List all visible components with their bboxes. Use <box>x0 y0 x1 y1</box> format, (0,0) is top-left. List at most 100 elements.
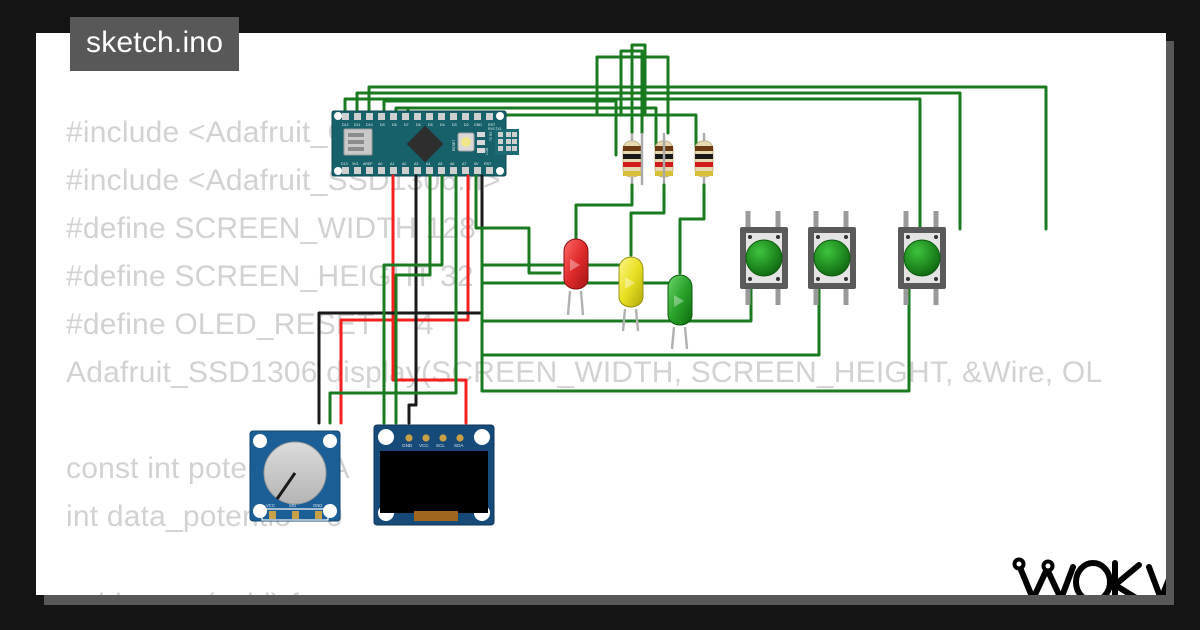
svg-text:SIG: SIG <box>289 503 296 508</box>
svg-text:D10: D10 <box>366 123 373 127</box>
wire-hook-1[interactable] <box>382 99 618 157</box>
pushbutton-2[interactable] <box>808 211 856 305</box>
svg-text:A3: A3 <box>414 162 418 166</box>
svg-text:3V3: 3V3 <box>352 162 358 166</box>
svg-text:A1: A1 <box>390 162 394 166</box>
nano-reset-label: RESET <box>452 140 456 151</box>
diagram-canvas[interactable]: #include <Adafruit_GFX.h> #include <Adaf… <box>36 33 1166 595</box>
svg-text:A7: A7 <box>462 162 466 166</box>
svg-text:D6: D6 <box>416 123 421 127</box>
code-line-4: #define SCREEN_HEIGHT 32 <box>66 260 474 293</box>
svg-text:SCL: SCL <box>436 443 445 448</box>
logo-letter-o <box>1073 560 1113 595</box>
svg-text:TX RX: TX RX <box>489 131 493 141</box>
code-line-11: void setup(void) { <box>66 581 300 595</box>
svg-text:D12: D12 <box>342 123 349 127</box>
file-tab-sketch-ino[interactable]: sketch.ino <box>70 17 240 71</box>
wire-gnd-to-pot-gnd[interactable] <box>317 174 484 425</box>
svg-text:A0: A0 <box>378 162 382 166</box>
svg-text:GND: GND <box>313 503 322 508</box>
resistor-3-band-2 <box>695 154 713 159</box>
wire-r3-to-led-green[interactable] <box>678 183 706 275</box>
svg-text:D13: D13 <box>341 162 348 166</box>
oled-flex-connector <box>414 511 458 521</box>
svg-text:D3: D3 <box>452 123 457 127</box>
nano-status-leds <box>477 132 485 153</box>
svg-text:RST: RST <box>484 162 492 166</box>
pushbutton-3[interactable] <box>898 211 946 305</box>
wire-r1-to-led-red[interactable] <box>574 183 634 241</box>
nano-status-labels: TX RX L ON <box>485 131 493 155</box>
nano-header-top <box>342 113 493 120</box>
led-green[interactable] <box>667 274 693 350</box>
resistor-3-band-4 <box>695 171 713 176</box>
wire-hook-2[interactable] <box>394 106 658 163</box>
wire-a0-to-pot-sig[interactable] <box>328 174 458 425</box>
wire-gnd-bus-led-yellow[interactable] <box>480 227 638 267</box>
svg-text:D9: D9 <box>380 123 385 127</box>
nano-rxtx-silk: RX0 TX1 <box>488 127 502 131</box>
svg-text:D5: D5 <box>428 123 433 127</box>
svg-text:AREF: AREF <box>363 162 373 166</box>
potentiometer[interactable]: GND SIG VCC <box>249 430 341 522</box>
svg-text:A6: A6 <box>450 162 454 166</box>
pushbutton-1-cap[interactable] <box>745 239 783 277</box>
wire-5v-to-pot-vcc[interactable] <box>339 174 470 425</box>
wire-r2-to-led-yellow[interactable] <box>629 183 666 257</box>
svg-text:A4: A4 <box>426 162 430 166</box>
svg-text:D7: D7 <box>404 123 409 127</box>
oled-screen <box>380 451 488 513</box>
oled-pins <box>405 434 464 442</box>
wire-5v-to-oled-vcc[interactable] <box>391 174 468 425</box>
svg-text:D2: D2 <box>464 123 469 127</box>
svg-text:5V: 5V <box>474 162 479 166</box>
svg-text:VCC: VCC <box>266 503 275 508</box>
pushbutton-2-cap[interactable] <box>813 239 851 277</box>
resistor-2[interactable] <box>640 133 674 185</box>
resistor-1-band-2 <box>623 154 641 159</box>
svg-text:GND: GND <box>402 443 413 448</box>
nano-reset-button[interactable] <box>457 132 475 152</box>
led-red[interactable] <box>563 238 589 316</box>
resistor-3-band-3 <box>695 162 713 167</box>
svg-text:GND: GND <box>474 123 482 127</box>
nano-usb-connector <box>343 128 373 156</box>
led-yellow[interactable] <box>618 256 644 332</box>
wire-gnd-bus-led-red[interactable] <box>474 174 562 275</box>
wire-group-green-top <box>343 43 1048 231</box>
nano-header-bottom <box>342 167 493 174</box>
resistor-1-band-4 <box>623 171 641 176</box>
pushbutton-1[interactable] <box>740 211 788 305</box>
wire-a4-sda-to-oled[interactable] <box>394 174 432 425</box>
svg-text:VCC: VCC <box>419 443 429 448</box>
potentiometer-pin-labels: GND SIG VCC <box>266 503 322 508</box>
wire-d11-to-button2[interactable] <box>355 91 962 231</box>
resistor-3-band-1 <box>695 146 713 151</box>
logo-circuit-nodes <box>1012 557 1066 595</box>
wire-d2-to-resistor1[interactable] <box>630 43 647 135</box>
pushbutton-3-cap[interactable] <box>903 239 941 277</box>
svg-text:D8: D8 <box>392 123 397 127</box>
svg-text:L ON: L ON <box>485 147 489 155</box>
resistor-1[interactable] <box>622 133 642 185</box>
nano-mcu-chip <box>406 125 444 163</box>
wire-d10-to-button1[interactable] <box>367 85 1048 231</box>
wire-gnd-bus-button1[interactable] <box>480 227 753 323</box>
wokwi-logo <box>1011 551 1166 595</box>
resistor-3[interactable] <box>694 133 714 185</box>
file-tab-label: sketch.ino <box>86 26 224 59</box>
wire-group-power <box>317 174 484 425</box>
wire-a5-scl-to-oled[interactable] <box>382 174 444 425</box>
potentiometer-indicator <box>275 472 297 500</box>
svg-text:RST: RST <box>488 123 496 127</box>
wokwi-logo-svg <box>1012 557 1166 595</box>
resistor-1-band-1 <box>623 146 641 151</box>
wire-gnd-to-oled-gnd[interactable] <box>407 174 418 425</box>
